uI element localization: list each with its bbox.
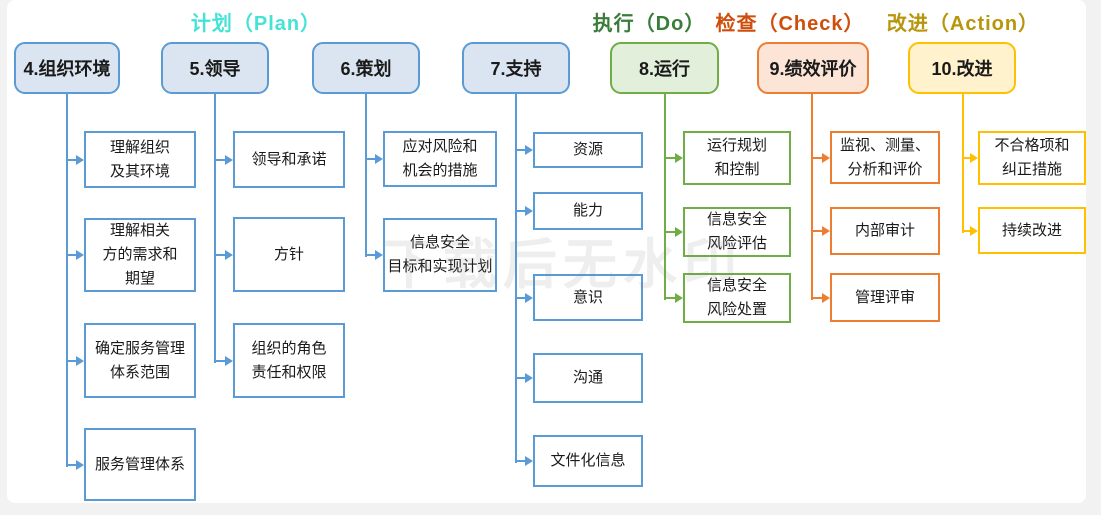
- group-label-check: 检查（Check）: [715, 13, 865, 35]
- clause-item: 组织的角色 责任和权限: [233, 323, 345, 398]
- clause-item: 沟通: [533, 353, 643, 403]
- arrowhead-icon: [822, 292, 830, 303]
- clause-item: 方针: [233, 217, 345, 292]
- group-label-plan: 计划（Plan）: [190, 13, 322, 35]
- clause-item: 监视、测量、 分析和评价: [830, 131, 940, 184]
- connector-arrow: [963, 229, 971, 232]
- arrowhead-icon: [76, 250, 84, 260]
- clause-item: 确定服务管理 体系范围: [84, 323, 196, 398]
- column-header: 4.组织环境: [14, 42, 120, 94]
- arrowhead-icon: [525, 206, 533, 216]
- connector-arrow: [516, 460, 526, 462]
- connector-arrow: [67, 359, 77, 362]
- arrowhead-icon: [525, 145, 533, 155]
- connector-arrow: [665, 231, 676, 233]
- group-label-do: 执行（Do）: [592, 13, 706, 35]
- arrowhead-icon: [525, 373, 533, 383]
- connector-arrow: [665, 297, 676, 299]
- connector-arrow: [665, 157, 676, 159]
- arrowhead-icon: [822, 226, 830, 236]
- clause-item: 持续改进: [978, 207, 1086, 254]
- clause-item: 信息安全 目标和实现计划: [383, 218, 497, 292]
- connector-trunk: [66, 94, 68, 467]
- arrowhead-icon: [225, 249, 233, 260]
- clause-item: 领导和承诺: [233, 131, 345, 188]
- clause-item: 信息安全 风险处置: [683, 273, 791, 323]
- column-header: 7.支持: [462, 42, 570, 94]
- connector-arrow: [215, 253, 226, 256]
- arrowhead-icon: [375, 154, 383, 164]
- arrowhead-icon: [675, 293, 683, 303]
- column-header: 8.运行: [610, 42, 719, 94]
- connector-arrow: [67, 254, 77, 256]
- arrowhead-icon: [76, 154, 84, 165]
- arrowhead-icon: [970, 225, 978, 236]
- clause-item: 资源: [533, 132, 643, 168]
- connector-arrow: [812, 296, 823, 299]
- connector-trunk: [664, 94, 666, 300]
- connector-arrow: [812, 156, 823, 159]
- arrowhead-icon: [225, 154, 233, 165]
- arrowhead-icon: [675, 153, 683, 163]
- clause-item: 服务管理体系: [84, 428, 196, 501]
- connector-arrow: [366, 158, 376, 160]
- clause-item: 管理评审: [830, 273, 940, 322]
- connector-arrow: [516, 377, 526, 379]
- arrowhead-icon: [76, 459, 84, 470]
- arrowhead-icon: [375, 250, 383, 260]
- arrowhead-icon: [525, 456, 533, 466]
- clause-item: 信息安全 风险评估: [683, 207, 791, 257]
- group-label-action: 改进（Action）: [886, 13, 1040, 35]
- connector-arrow: [67, 463, 77, 466]
- connector-arrow: [516, 149, 526, 151]
- column-header: 5.领导: [161, 42, 269, 94]
- clause-item: 不合格项和 纠正措施: [978, 131, 1086, 185]
- clause-item: 理解组织 及其环境: [84, 131, 196, 188]
- connector-arrow: [215, 158, 226, 161]
- arrowhead-icon: [822, 152, 830, 163]
- arrowhead-icon: [970, 153, 978, 163]
- arrowhead-icon: [225, 355, 233, 366]
- connector-trunk: [365, 94, 367, 257]
- connector-arrow: [516, 210, 526, 212]
- connector-trunk: [962, 94, 964, 233]
- connector-arrow: [366, 254, 376, 256]
- arrowhead-icon: [675, 227, 683, 237]
- arrowhead-icon: [525, 292, 533, 303]
- column-header: 6.策划: [312, 42, 420, 94]
- connector-trunk: [515, 94, 517, 463]
- arrowhead-icon: [76, 355, 84, 366]
- clause-item: 能力: [533, 192, 643, 230]
- connector-arrow: [516, 296, 526, 299]
- connector-arrow: [812, 230, 823, 232]
- connector-arrow: [67, 158, 77, 161]
- clause-item: 文件化信息: [533, 435, 643, 487]
- column-header: 9.绩效评价: [757, 42, 869, 94]
- clause-item: 应对风险和 机会的措施: [383, 131, 497, 187]
- connector-trunk: [214, 94, 216, 363]
- connector-trunk: [811, 94, 813, 300]
- connector-arrow: [215, 359, 226, 362]
- clause-item: 意识: [533, 274, 643, 321]
- connector-arrow: [963, 157, 971, 159]
- clause-item: 运行规划 和控制: [683, 131, 791, 185]
- clause-item: 理解相关 方的需求和 期望: [84, 218, 196, 292]
- column-header: 10.改进: [908, 42, 1016, 94]
- clause-item: 内部审计: [830, 207, 940, 255]
